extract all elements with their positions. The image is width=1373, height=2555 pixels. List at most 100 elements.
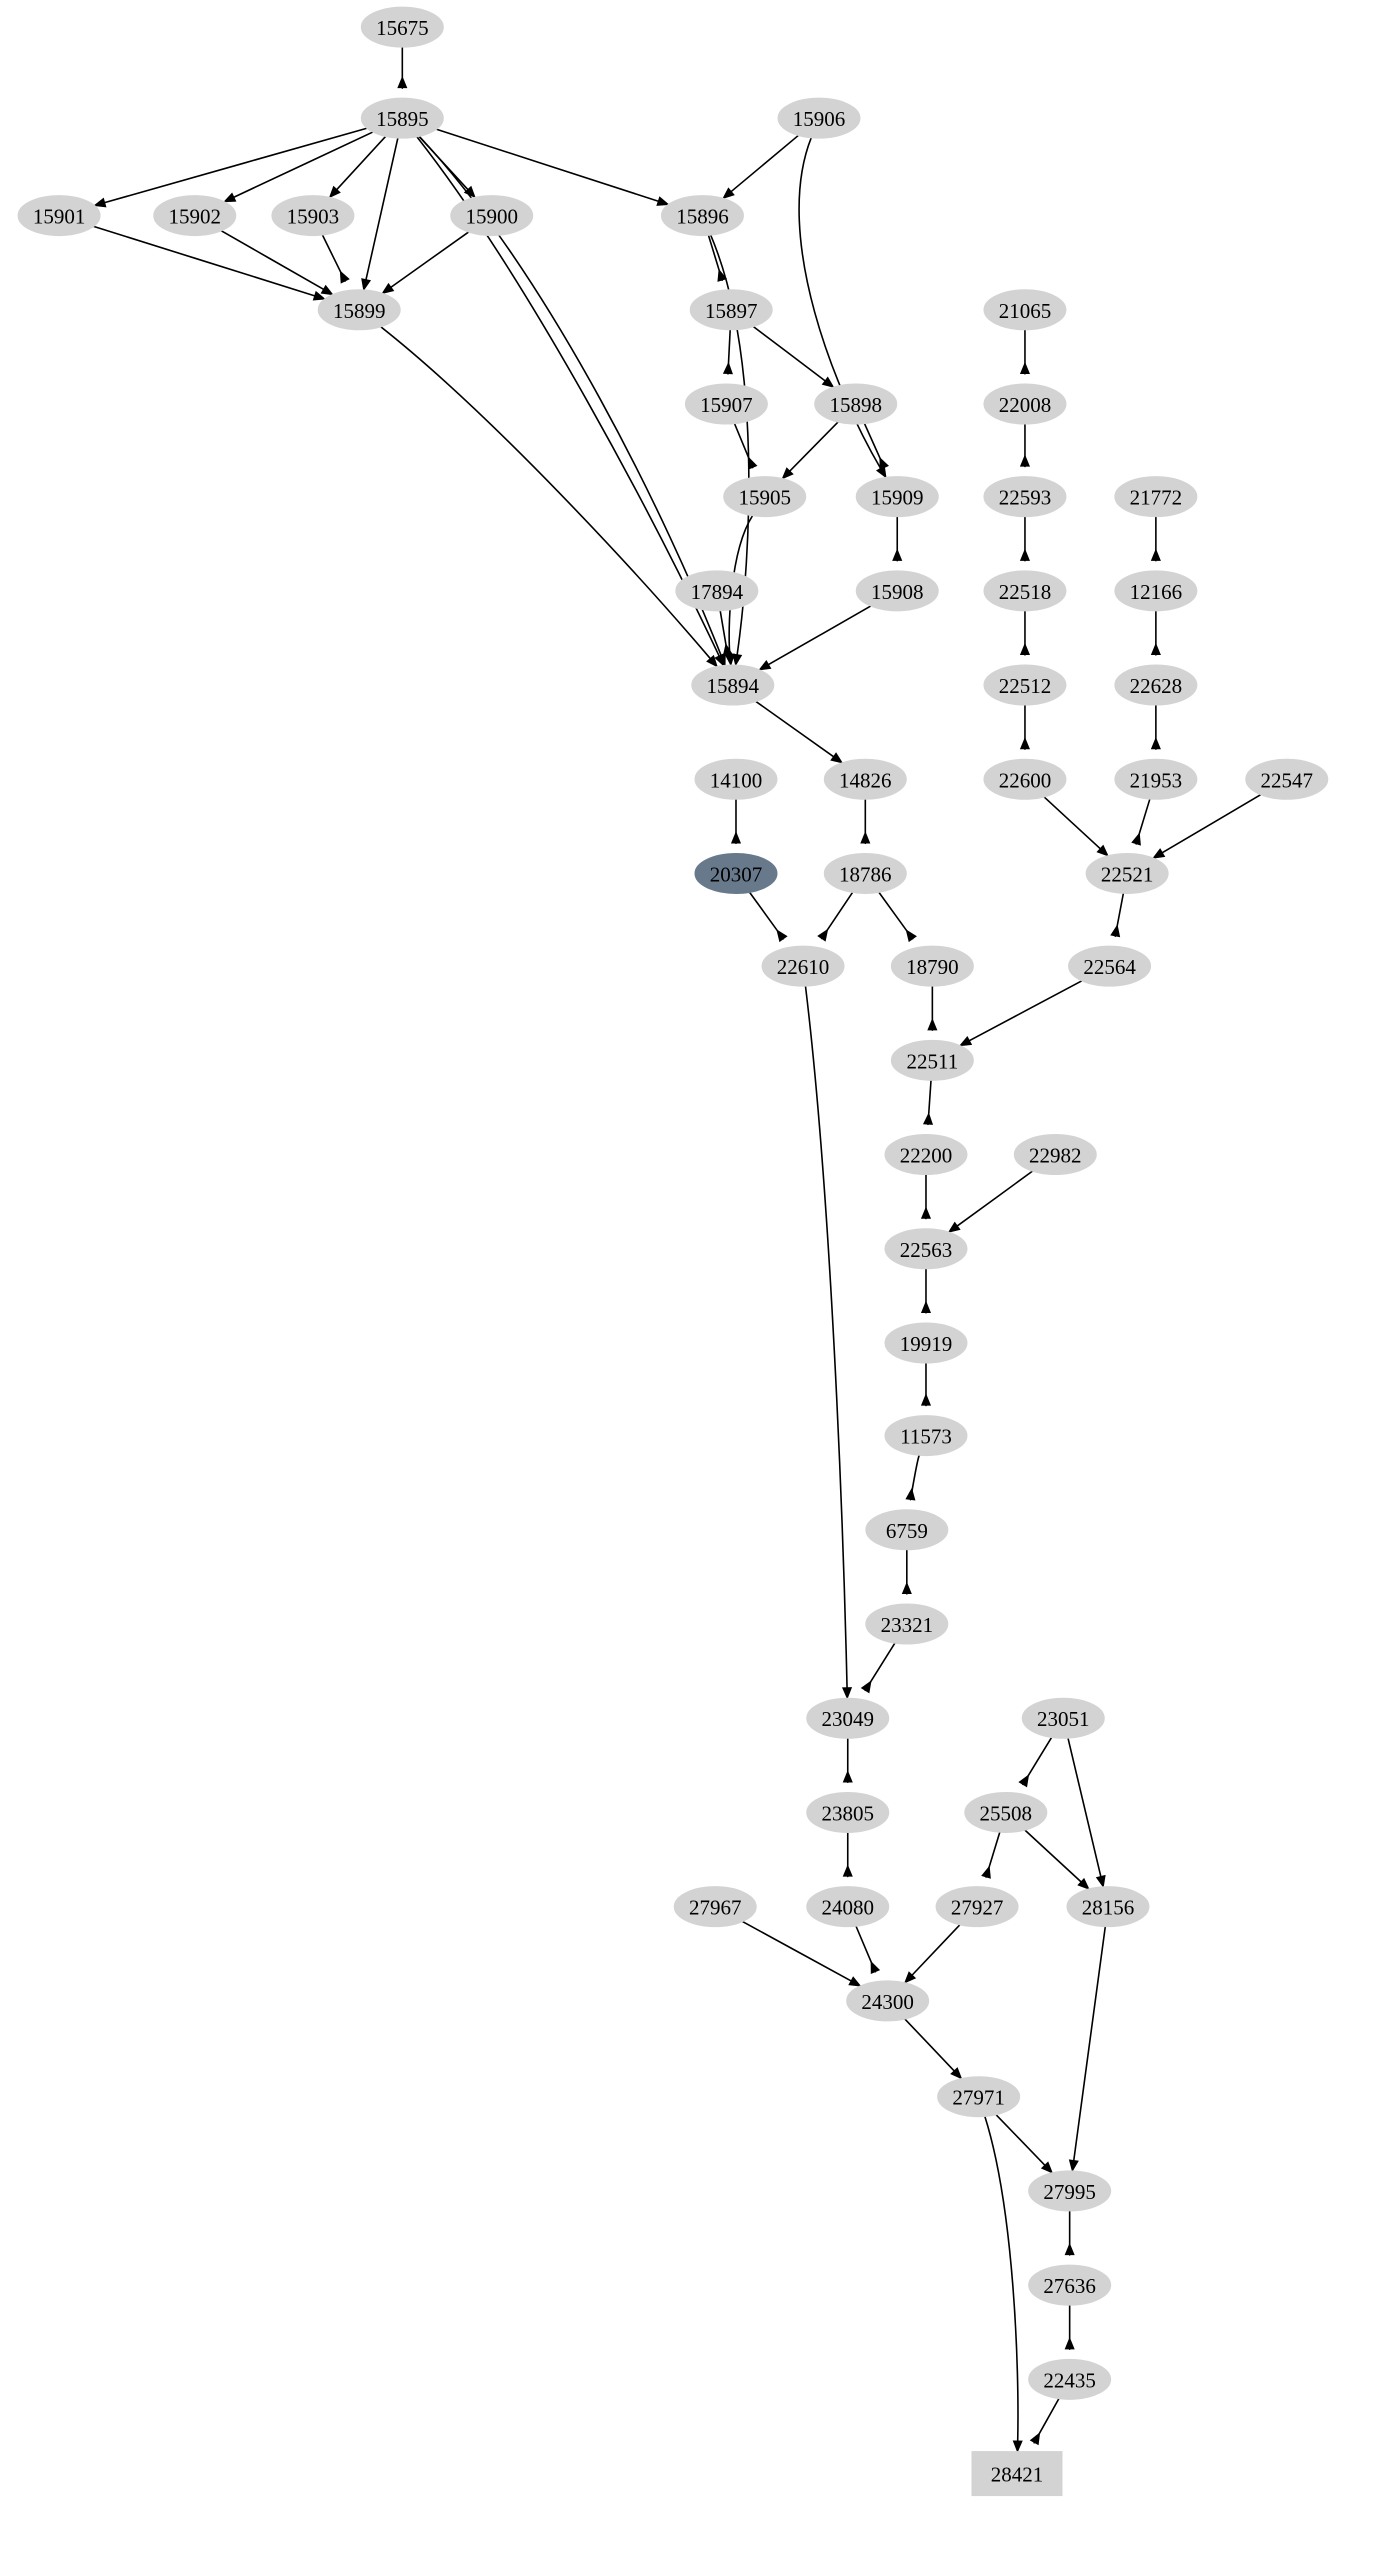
node-shape[interactable] — [1028, 2358, 1112, 2400]
graph-node[interactable]: 27967 — [673, 1886, 757, 1928]
graph-node[interactable]: 22435 — [1028, 2358, 1112, 2400]
node-shape[interactable] — [1028, 2170, 1112, 2212]
graph-node[interactable]: 15897 — [689, 289, 773, 331]
node-shape[interactable] — [1114, 476, 1198, 518]
node-shape[interactable] — [360, 97, 444, 139]
node-shape[interactable] — [1085, 852, 1169, 894]
graph-node[interactable]: 15909 — [855, 476, 939, 518]
graph-node[interactable]: 15901 — [17, 195, 101, 237]
graph-node[interactable]: 23049 — [806, 1697, 890, 1739]
node-shape[interactable] — [673, 1886, 757, 1928]
node-shape[interactable] — [865, 1603, 949, 1645]
graph-node[interactable]: 15898 — [814, 383, 898, 425]
graph-node[interactable]: 22593 — [983, 476, 1067, 518]
node-shape[interactable] — [271, 195, 355, 237]
node-shape[interactable] — [17, 195, 101, 237]
graph-node[interactable]: 22563 — [884, 1228, 968, 1270]
node-shape[interactable] — [806, 1886, 890, 1928]
graph-node[interactable]: 22547 — [1245, 758, 1329, 800]
graph-node[interactable]: 24300 — [846, 1980, 930, 2022]
graph-node[interactable]: 15899 — [317, 289, 401, 331]
node-shape[interactable] — [884, 1322, 968, 1364]
graph-node[interactable]: 28421 — [971, 2451, 1063, 2497]
graph-node[interactable]: 20307 — [694, 852, 778, 894]
node-shape[interactable] — [1068, 945, 1152, 987]
node-shape[interactable] — [846, 1980, 930, 2022]
node-shape[interactable] — [823, 758, 907, 800]
graph-node[interactable]: 22518 — [983, 570, 1067, 612]
graph-node[interactable]: 22200 — [884, 1134, 968, 1176]
node-shape[interactable] — [723, 476, 807, 518]
graph-node[interactable]: 18790 — [890, 945, 974, 987]
graph-node[interactable]: 15905 — [723, 476, 807, 518]
node-shape[interactable] — [983, 758, 1067, 800]
graph-node[interactable]: 22512 — [983, 664, 1067, 706]
graph-node[interactable]: 21772 — [1114, 476, 1198, 518]
graph-node[interactable]: 15895 — [360, 97, 444, 139]
node-shape[interactable] — [983, 664, 1067, 706]
graph-node[interactable]: 18786 — [823, 852, 907, 894]
graph-node[interactable]: 15675 — [360, 6, 444, 48]
node-shape[interactable] — [983, 383, 1067, 425]
node-shape[interactable] — [317, 289, 401, 331]
graph-node[interactable]: 25508 — [964, 1791, 1048, 1833]
graph-node[interactable]: 15894 — [691, 664, 775, 706]
node-shape[interactable] — [689, 289, 773, 331]
graph-node[interactable]: 15906 — [777, 97, 861, 139]
graph-node[interactable]: 14826 — [823, 758, 907, 800]
graph-node[interactable]: 22628 — [1114, 664, 1198, 706]
graph-node[interactable]: 15896 — [660, 195, 744, 237]
graph-node[interactable]: 28156 — [1066, 1886, 1150, 1928]
graph-node[interactable]: 27927 — [935, 1886, 1019, 1928]
node-shape[interactable] — [890, 1039, 974, 1081]
graph-node[interactable]: 27971 — [937, 2076, 1021, 2118]
graph-node[interactable]: 22982 — [1013, 1134, 1097, 1176]
node-shape[interactable] — [761, 945, 845, 987]
node-shape[interactable] — [1013, 1134, 1097, 1176]
graph-node[interactable]: 22008 — [983, 383, 1067, 425]
graph-node[interactable]: 23321 — [865, 1603, 949, 1645]
node-shape[interactable] — [884, 1228, 968, 1270]
node-shape[interactable] — [691, 664, 775, 706]
node-shape[interactable] — [684, 383, 768, 425]
graph-node[interactable]: 14100 — [694, 758, 778, 800]
node-shape[interactable] — [806, 1791, 890, 1833]
node-shape[interactable] — [1114, 758, 1198, 800]
node-shape[interactable] — [935, 1886, 1019, 1928]
graph-node[interactable]: 12166 — [1114, 570, 1198, 612]
node-shape[interactable] — [777, 97, 861, 139]
graph-node[interactable]: 22511 — [890, 1039, 974, 1081]
graph-node[interactable]: 27636 — [1028, 2264, 1112, 2306]
node-shape[interactable] — [814, 383, 898, 425]
node-shape[interactable] — [1114, 570, 1198, 612]
node-shape[interactable] — [450, 195, 534, 237]
graph-node[interactable]: 6759 — [865, 1509, 949, 1551]
graph-node[interactable]: 23051 — [1021, 1697, 1105, 1739]
graph-node[interactable]: 15908 — [855, 570, 939, 612]
node-shape[interactable] — [823, 852, 907, 894]
graph-node[interactable]: 22600 — [983, 758, 1067, 800]
graph-node[interactable]: 24080 — [806, 1886, 890, 1928]
graph-node[interactable]: 22610 — [761, 945, 845, 987]
graph-node[interactable]: 21953 — [1114, 758, 1198, 800]
graph-node[interactable]: 27995 — [1028, 2170, 1112, 2212]
graph-node[interactable]: 21065 — [983, 289, 1067, 331]
node-shape[interactable] — [884, 1415, 968, 1457]
node-shape[interactable] — [660, 195, 744, 237]
node-shape[interactable] — [1245, 758, 1329, 800]
node-shape[interactable] — [855, 476, 939, 518]
node-shape[interactable] — [675, 570, 759, 612]
graph-node[interactable]: 15900 — [450, 195, 534, 237]
node-shape[interactable] — [884, 1134, 968, 1176]
graph-node[interactable]: 23805 — [806, 1791, 890, 1833]
node-shape[interactable] — [153, 195, 237, 237]
graph-node[interactable]: 11573 — [884, 1415, 968, 1457]
node-shape[interactable] — [855, 570, 939, 612]
node-shape[interactable] — [1114, 664, 1198, 706]
graph-node[interactable]: 22521 — [1085, 852, 1169, 894]
node-shape[interactable] — [360, 6, 444, 48]
node-shape[interactable] — [890, 945, 974, 987]
graph-node[interactable]: 15907 — [684, 383, 768, 425]
node-shape[interactable] — [983, 476, 1067, 518]
graph-node[interactable]: 15902 — [153, 195, 237, 237]
